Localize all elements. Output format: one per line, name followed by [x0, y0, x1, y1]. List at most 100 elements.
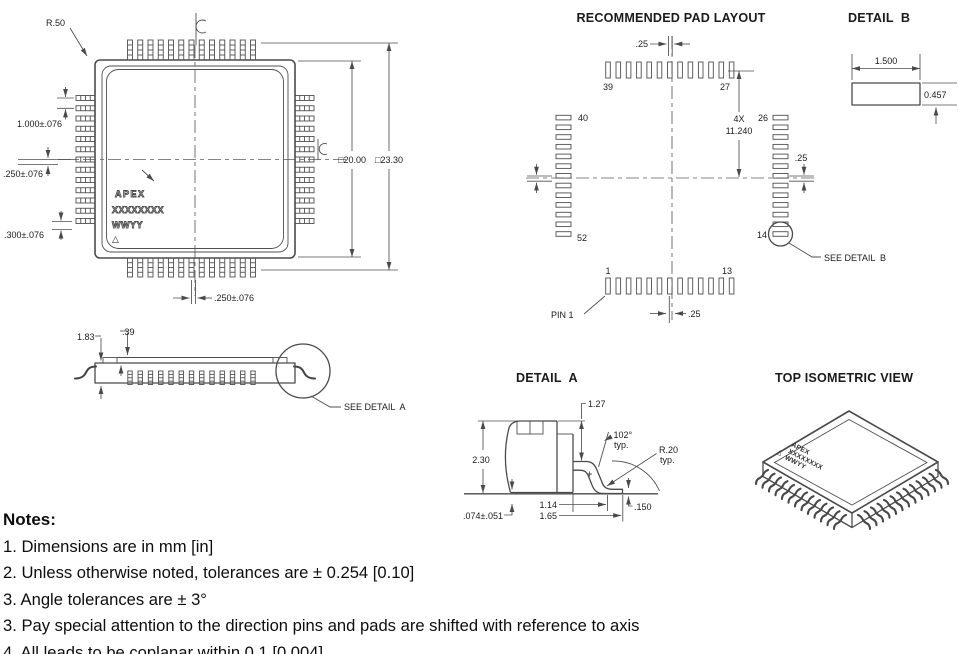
dim-lead-height: 1.27 [558, 399, 606, 461]
svg-text:□20.00: □20.00 [338, 155, 366, 165]
dim-standoff: .074±.051 [463, 479, 515, 521]
dim-pad-offset-top: .25 [635, 36, 690, 56]
iso-lid-edge [773, 418, 928, 506]
iso-lead-right [902, 487, 917, 504]
svg-text:102°: 102° [614, 430, 633, 440]
pad-top-row [625, 61, 632, 79]
package-marking: APEX XXXXXXXX WWYY △ [112, 169, 164, 244]
pin1-triangle-icon: △ [112, 234, 119, 244]
svg-text:1.83: 1.83 [77, 332, 95, 342]
note-line: 3. Angle tolerances are ± 3° [3, 589, 207, 609]
iso-lead-right [863, 510, 878, 527]
note-line: 3. Pay special attention to the directio… [3, 616, 640, 636]
pad-bottom-row [615, 277, 622, 295]
iso-lead-left [754, 468, 770, 486]
body-left-profile [504, 420, 543, 493]
pad-top-row [636, 61, 642, 79]
pad-right-col [772, 163, 789, 169]
dim-foot-length: 1.14 [539, 494, 608, 512]
pad-top-row [646, 61, 652, 79]
note-line: 1. Dimensions are in mm [in] [3, 536, 214, 556]
iso-lead-left [767, 476, 783, 493]
detail-a-callout-circle [275, 343, 331, 399]
dim-body-size: □20.00 [298, 60, 366, 258]
pad-left-col [555, 163, 572, 169]
centerline-icon [317, 139, 328, 160]
dim-foot-height: .150 [626, 478, 652, 512]
pad-left-col [555, 153, 572, 160]
radius-center-mark [587, 471, 592, 477]
svg-text:R.20: R.20 [659, 445, 678, 455]
dim-lid-thickness: .39 [118, 327, 135, 376]
svg-text:40: 40 [578, 113, 588, 123]
svg-text:27: 27 [720, 82, 730, 92]
pin1-leader [583, 295, 606, 315]
pad-top-row [728, 61, 735, 79]
detail-b-leader [788, 242, 821, 258]
lid-step-right [272, 357, 288, 364]
svg-text:typ.: typ. [660, 455, 675, 465]
pad-top-row [708, 61, 714, 79]
svg-text:.150: .150 [634, 502, 652, 512]
pad-right-col [772, 153, 789, 160]
corner-radius-leader [69, 27, 88, 57]
svg-text:.250±.076: .250±.076 [3, 169, 43, 179]
svg-text:.25: .25 [688, 309, 701, 319]
detail-b-view: DETAIL B 1.500 0.457 [848, 11, 957, 124]
dim-pad-span: 4X 11.240 [726, 70, 754, 177]
centerline-icon [195, 13, 207, 45]
pad-left-col [555, 192, 572, 198]
iso-pin1-triangle-icon: △ [775, 449, 784, 458]
svg-text:4X: 4X [733, 114, 744, 124]
pad-layout-view: RECOMMENDED PAD LAYOUT .25 4X 11.240 39 … [526, 11, 886, 323]
dim-body-height: 2.30 [472, 420, 519, 493]
svg-text:typ.: typ. [614, 440, 629, 450]
svg-text:11.240: 11.240 [726, 126, 753, 136]
svg-text:52: 52 [577, 233, 587, 243]
dim-bottom-offset: .250±.076 [173, 280, 254, 304]
svg-text:□23.30: □23.30 [375, 155, 403, 165]
svg-text:.39: .39 [122, 327, 135, 337]
dim-side-height: 1.83 [77, 332, 104, 399]
notes-heading: Notes: [3, 510, 56, 529]
pad-bottom-row [687, 277, 694, 295]
dim-radius: R.20 typ. [606, 445, 678, 487]
iso-lead-left [787, 487, 802, 504]
marking-datecode: WWYY [112, 220, 143, 230]
pad-bottom-row [708, 277, 714, 295]
iso-lead-right [876, 502, 891, 519]
iso-lead-right [889, 495, 904, 512]
iso-lead-left [774, 480, 789, 497]
pad-right-col [772, 211, 789, 218]
pad-left-col [555, 114, 572, 121]
iso-lead-right [921, 476, 937, 493]
svg-text:.300±.076: .300±.076 [4, 230, 44, 240]
pad-top-row [687, 61, 694, 79]
side-lead-row [127, 370, 256, 385]
pad-top-row [718, 61, 725, 79]
svg-text:.250±.076: .250±.076 [214, 293, 254, 303]
lid-step-left [102, 357, 118, 364]
pad-left-col [555, 202, 572, 208]
iso-lead-left [793, 491, 809, 508]
dim-pad-width: 1.500 [875, 56, 898, 66]
pad-left-col [555, 211, 572, 218]
detail-a-leader [310, 395, 341, 408]
iso-lead-right [934, 468, 950, 486]
qfp-pin-array [75, 39, 315, 278]
pad-top-row [656, 61, 663, 79]
pad-array [555, 61, 789, 295]
pad-right-col [772, 143, 789, 150]
pad-left-col [555, 134, 572, 140]
dim-angle: 102° typ. [604, 430, 633, 450]
dim-pin-pitch: 1.000±.076 [17, 87, 74, 129]
pad-left-col [555, 231, 572, 237]
side-body [94, 362, 296, 384]
pad-bottom-row [677, 277, 683, 295]
gull-lead-profile [573, 460, 624, 495]
iso-lead-left [761, 472, 776, 489]
logo-slash-icon [141, 169, 155, 182]
pad-numbers: 39 27 40 52 26 14 1 13 [577, 82, 768, 276]
